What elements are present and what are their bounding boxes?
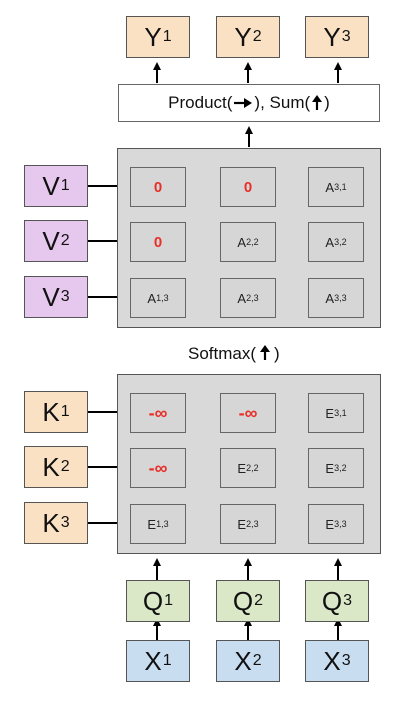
attention-cell-r1c2: 0: [220, 167, 276, 207]
input-x2-letter: X: [234, 645, 252, 676]
product-label-prefix: Product(: [168, 93, 233, 112]
softmax-label-suffix: ): [274, 344, 280, 363]
key-k1-index: 1: [60, 403, 70, 420]
attention-cell-r2c1: 0: [130, 222, 186, 262]
value-v2-index: 2: [60, 232, 70, 249]
value-v2-letter: V: [42, 225, 60, 256]
value-v3-index: 3: [60, 288, 70, 305]
key-k3-letter: K: [42, 507, 60, 538]
output-y2-index: 2: [252, 28, 262, 45]
arrow-up-icon: [312, 95, 323, 110]
softmax-label-prefix: Softmax(: [188, 344, 257, 363]
input-x2-index: 2: [252, 652, 262, 669]
query-q1-letter: Q: [142, 585, 164, 616]
output-y3-index: 3: [341, 28, 351, 45]
arrow-right-icon: [234, 98, 253, 108]
query-q3-letter: Q: [321, 585, 343, 616]
value-v1-index: 1: [60, 177, 70, 194]
energy-cell-r1c1: -∞: [130, 393, 186, 433]
product-label-mid: ), Sum(: [254, 93, 311, 112]
output-y3-letter: Y: [323, 21, 341, 52]
energy-cell-r2c1: -∞: [130, 448, 186, 488]
attention-cell-r1c1: 0: [130, 167, 186, 207]
key-k3-index: 3: [60, 514, 70, 531]
value-v1-letter: V: [42, 170, 60, 201]
input-x3-index: 3: [341, 652, 351, 669]
input-x1-index: 1: [162, 652, 172, 669]
query-q3-index: 3: [343, 592, 353, 609]
value-v3-letter: V: [42, 281, 60, 312]
query-q2-letter: Q: [232, 585, 254, 616]
energy-cell-r1c2: -∞: [220, 393, 276, 433]
key-k2-letter: K: [42, 451, 60, 482]
arrow-up-icon: [260, 345, 271, 360]
input-x1-letter: X: [144, 645, 162, 676]
softmax-label: Softmax( ): [188, 344, 280, 364]
output-y2-letter: Y: [234, 21, 252, 52]
product-sum-box: Product( ), Sum( ): [118, 84, 380, 122]
input-x3-letter: X: [323, 645, 341, 676]
output-y1-index: 1: [162, 28, 172, 45]
product-label-suffix: ): [324, 93, 330, 112]
query-q1-index: 1: [164, 592, 174, 609]
query-q2-index: 2: [254, 592, 264, 609]
key-k1-letter: K: [42, 396, 60, 427]
key-k2-index: 2: [60, 458, 70, 475]
output-y1-letter: Y: [144, 21, 162, 52]
